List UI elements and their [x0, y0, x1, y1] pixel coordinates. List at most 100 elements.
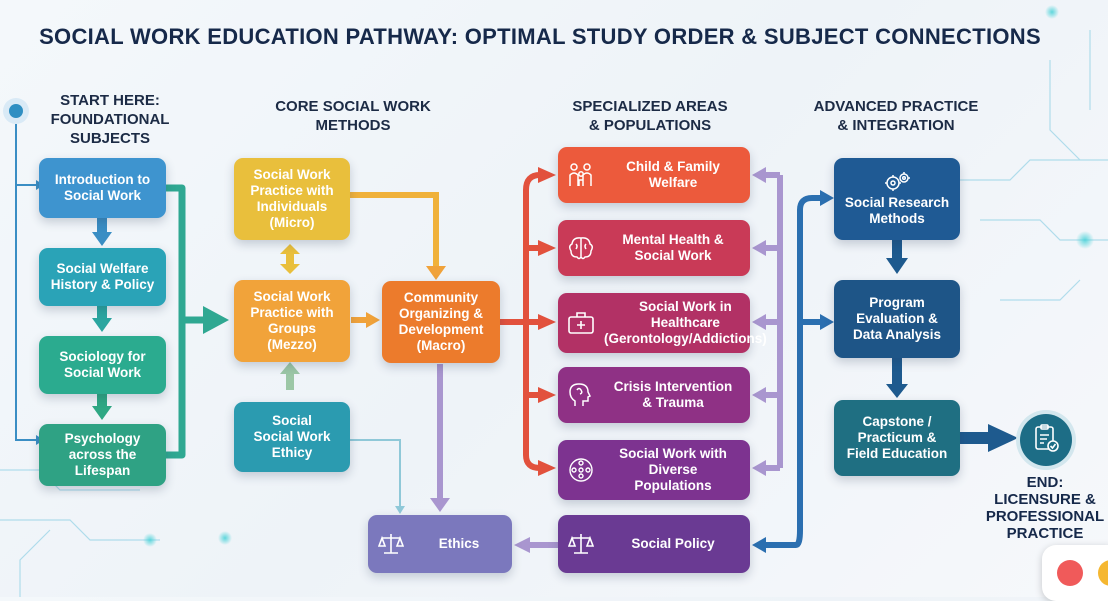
red-dot-icon[interactable]	[1057, 560, 1083, 586]
header-line: SUBJECTS	[69, 130, 151, 147]
foundational-arrows	[92, 218, 112, 420]
box-label: Social Research	[844, 195, 950, 210]
box-label: Development	[398, 322, 484, 337]
header-line: METHODS	[315, 117, 391, 134]
header-line: CORE SOCIAL WORK	[275, 98, 431, 115]
box-social-research-methods[interactable]: Social Research Methods	[834, 158, 960, 240]
column-header-core: CORE SOCIAL WORK METHODS	[268, 97, 438, 135]
box-label: Social Work	[63, 188, 141, 203]
column-header-specialized: SPECIALIZED AREAS & POPULATIONS	[560, 97, 740, 135]
box-label: Social	[272, 413, 312, 428]
arrow-head	[820, 190, 834, 206]
box-label: Practice with	[250, 305, 334, 320]
glow-dot	[1076, 231, 1094, 249]
box-label: Lifespan	[74, 463, 131, 478]
box-label: Mental Health &	[622, 232, 724, 247]
advanced-arrows	[886, 240, 908, 398]
box-label: Individuals	[256, 199, 328, 214]
header-line: & INTEGRATION	[837, 117, 955, 134]
box-label: Groups	[267, 321, 316, 336]
core-arrows	[280, 192, 450, 514]
box-ethics[interactable]: Ethics	[368, 515, 512, 573]
header-line: ADVANCED PRACTICE	[813, 98, 979, 115]
diverse-people-icon	[566, 455, 596, 485]
box-label: Social Work	[253, 429, 331, 444]
arrow-head	[988, 424, 1018, 452]
header-line: SPECIALIZED AREAS	[572, 98, 728, 115]
box-label: across the	[68, 447, 137, 462]
scales-icon	[566, 529, 596, 559]
column-header-advanced: ADVANCED PRACTICE & INTEGRATION	[806, 97, 986, 135]
header-line: & POPULATIONS	[588, 117, 712, 134]
box-label: (Gerontology/Addictions)	[604, 331, 767, 346]
box-label: Capstone /	[862, 414, 932, 429]
box-label: Social Work	[634, 248, 712, 263]
box-label: Program	[869, 295, 925, 310]
specialized-arrow-heads	[538, 167, 556, 476]
start-connector	[15, 124, 36, 441]
end-label-line: LICENSURE &	[994, 491, 1096, 508]
box-label: Evaluation &	[856, 311, 938, 326]
brain-icon	[566, 233, 596, 263]
box-label: Ethicy	[271, 445, 313, 460]
arrow-head	[752, 537, 766, 553]
end-label-line: PROFESSIONAL	[985, 508, 1105, 525]
box-label: Welfare	[648, 175, 698, 190]
box-label: History & Policy	[50, 277, 155, 292]
floating-widget[interactable]	[1042, 545, 1108, 601]
circuit-decoration	[0, 30, 1108, 597]
box-mental-health-social-work[interactable]: Mental Health &Social Work	[558, 220, 750, 276]
scales-icon	[376, 529, 406, 559]
lavender-heads	[752, 167, 766, 476]
box-label: Social Work with	[619, 446, 727, 461]
box-label: Social Work	[253, 289, 331, 304]
box-label: Populations	[634, 478, 712, 493]
box-label: Social Policy	[631, 536, 715, 551]
header-line: START HERE:	[60, 92, 160, 109]
box-label: (Micro)	[269, 215, 315, 230]
box-label: Practicum &	[857, 430, 937, 445]
box-label: Data Analysis	[852, 327, 942, 342]
box-crisis-intervention-trauma[interactable]: Crisis Intervention& Trauma	[558, 367, 750, 423]
yellow-dot-icon[interactable]	[1098, 560, 1108, 586]
box-social-policy[interactable]: Social Policy	[558, 515, 750, 573]
box-label: Social Welfare	[56, 261, 149, 276]
head-thought-icon	[566, 380, 596, 410]
medical-kit-icon	[566, 308, 596, 338]
arrow-head	[820, 314, 834, 330]
box-label: Crisis Intervention	[613, 379, 733, 394]
box-label: Social Work	[253, 167, 331, 182]
box-capstone-practicum[interactable]: Capstone /Practicum &Field Education	[834, 400, 960, 476]
end-clipboard-node[interactable]	[1020, 414, 1072, 466]
header-line: FOUNDATIONAL	[50, 111, 170, 128]
box-label: Social Work in	[638, 299, 732, 314]
end-label-line: PRACTICE	[1006, 525, 1084, 542]
diagram-title: SOCIAL WORK EDUCATION PATHWAY: OPTIMAL S…	[39, 24, 1041, 49]
glow-dot	[143, 533, 157, 547]
advanced-connector	[765, 195, 822, 548]
box-label: Introduction to	[54, 172, 151, 187]
box-label: Community	[403, 290, 479, 305]
box-label: Organizing &	[399, 306, 483, 321]
end-label: END: LICENSURE & PROFESSIONAL PRACTICE	[985, 474, 1105, 542]
specialized-fan	[500, 172, 541, 471]
box-label: Sociology for	[59, 349, 146, 364]
box-label: Methods	[869, 211, 925, 226]
box-label: (Mezzo)	[267, 337, 317, 352]
box-label: Diverse	[648, 462, 698, 477]
family-icon	[566, 160, 596, 190]
box-label: Psychology	[64, 431, 141, 446]
